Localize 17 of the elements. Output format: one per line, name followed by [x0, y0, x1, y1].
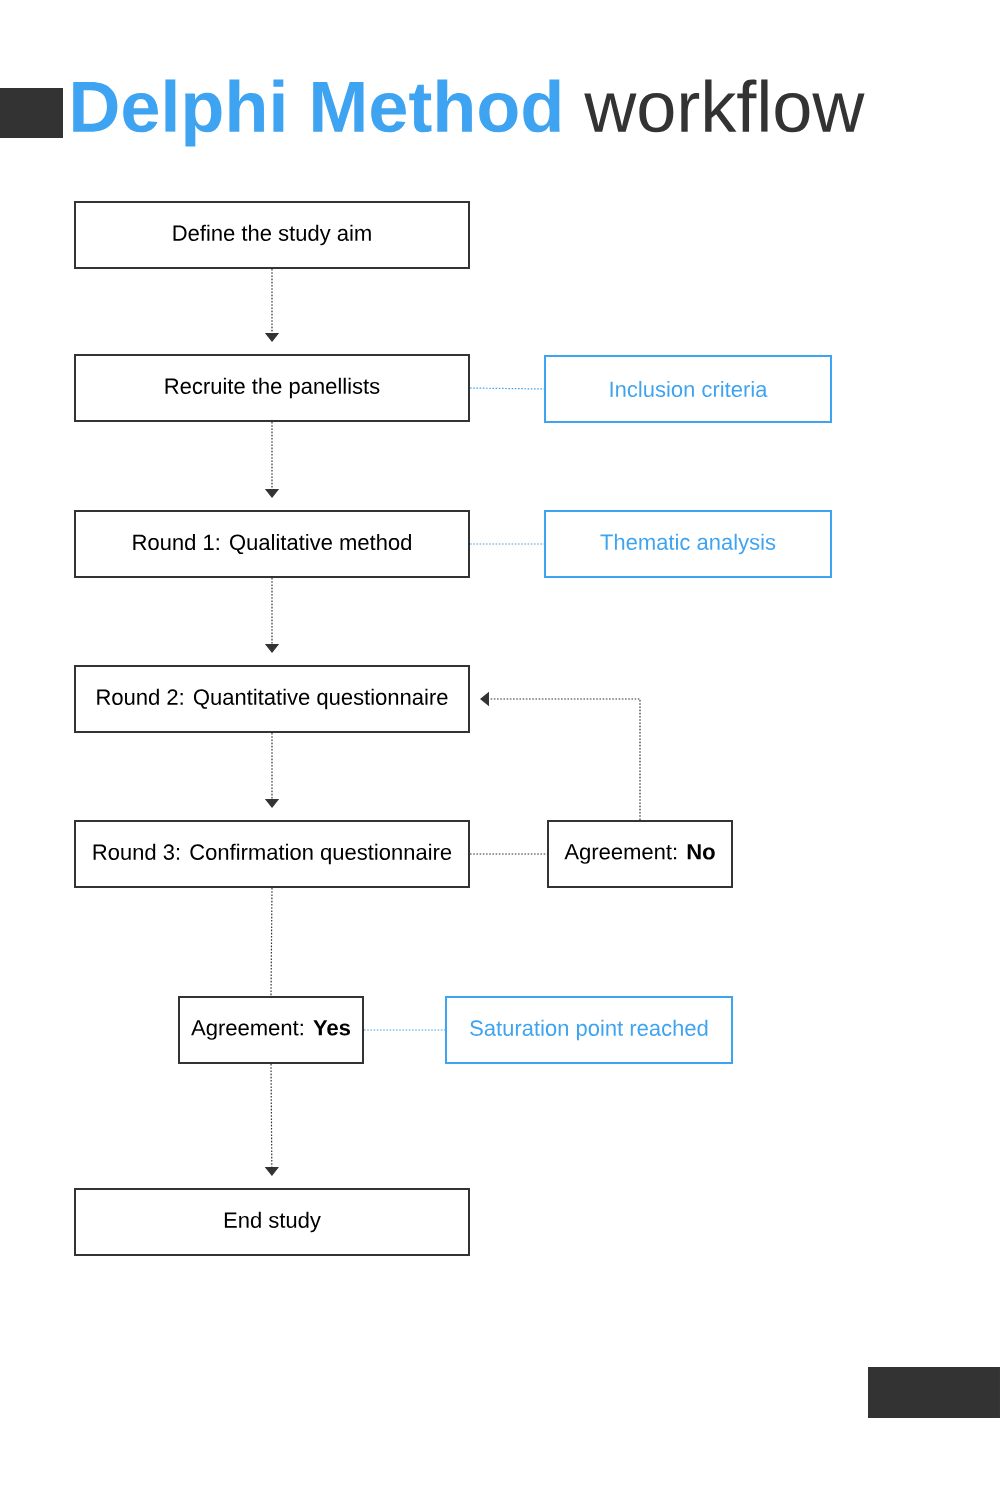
- process-box: Round 1: Qualitative method: [74, 510, 470, 578]
- process-box: Agreement: No: [547, 820, 733, 888]
- process-box: End study: [74, 1188, 470, 1256]
- process-box: Define the study aim: [74, 201, 470, 269]
- process-box: Recruite the panellists: [74, 354, 470, 422]
- title: Delphi Method workflow: [73, 79, 865, 147]
- connector-line: [363, 1029, 446, 1031]
- note-box: Thematic analysis: [544, 510, 832, 578]
- connector-line: [469, 543, 545, 545]
- connector-line: [469, 853, 548, 855]
- process-box: Agreement: Yes: [178, 996, 364, 1064]
- connector-line: [270, 887, 273, 997]
- process-box: Round 3: Confirmation questionnaire: [74, 820, 470, 888]
- connector-line: [469, 387, 545, 390]
- note-box: Saturation point reached: [445, 996, 733, 1064]
- process-box: Round 2: Quantitative questionnaire: [74, 665, 470, 733]
- note-box: Inclusion criteria: [544, 355, 832, 423]
